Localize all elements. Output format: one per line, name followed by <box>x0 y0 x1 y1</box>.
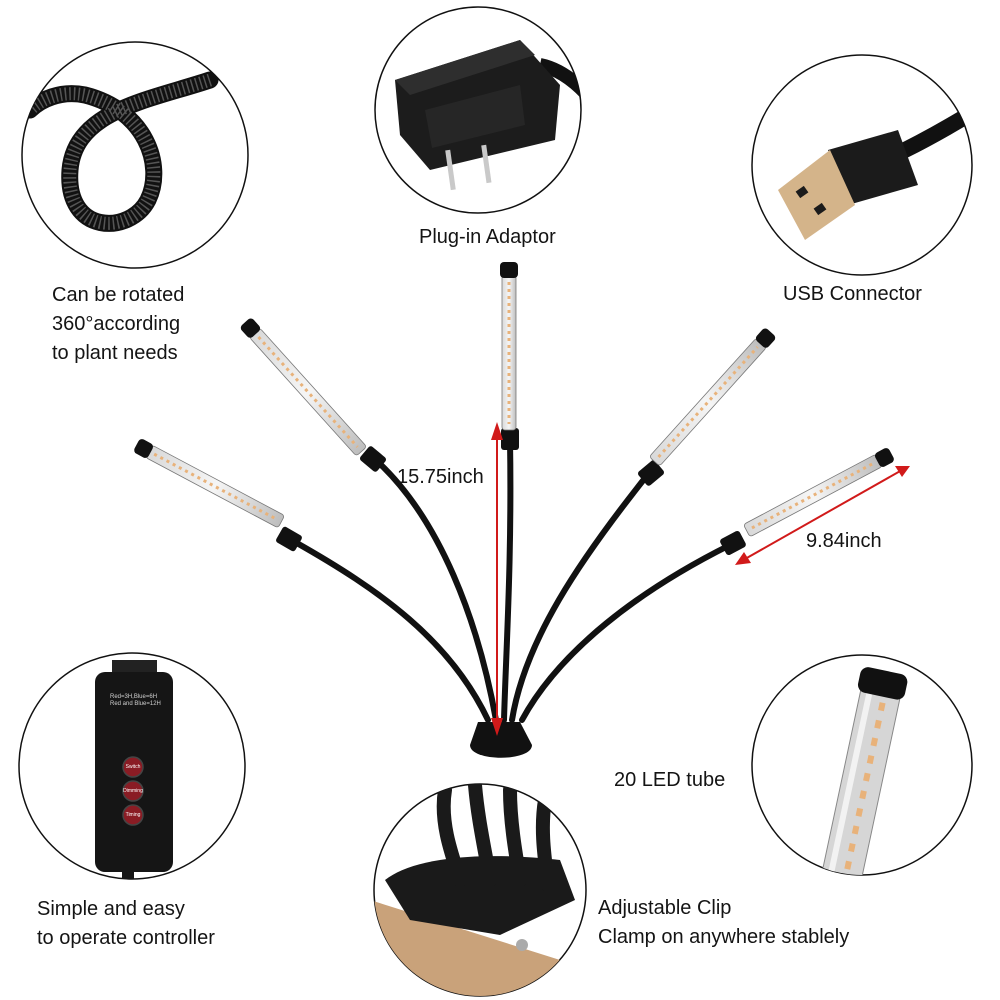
gooseneck-detail <box>21 41 249 269</box>
usb-plug-icon <box>778 97 972 240</box>
led-tube-closeup-icon <box>816 667 908 875</box>
gooseneck-caption-line: 360°according <box>52 313 181 335</box>
clip-caption-line: Adjustable Clip <box>598 897 732 919</box>
plug-adaptor-icon <box>395 40 581 191</box>
tube-length-arrow <box>735 466 910 565</box>
timing-button: Timing <box>125 812 141 818</box>
controller-detail <box>18 652 246 880</box>
controller-caption-line: to operate controller <box>37 927 215 949</box>
height-dimension-label: 15.75inch <box>397 466 484 488</box>
gooseneck-caption-line: to plant needs <box>52 342 178 364</box>
gooseneck-loop-icon <box>22 71 219 232</box>
controller-caption: Simple and easy to operate controller <box>37 895 215 953</box>
height-arrow <box>491 422 503 736</box>
clamp-icon <box>374 784 575 996</box>
controller-caption-line: Simple and easy <box>37 898 185 920</box>
controller-panel-line: Red and Blue=12H <box>110 701 161 707</box>
lamp-arms <box>292 437 733 723</box>
tube-caption: 20 LED tube <box>614 769 726 791</box>
lamp-base <box>470 722 532 758</box>
clip-caption: Adjustable Clip Clamp on anywhere stable… <box>598 894 849 952</box>
grow-lamp <box>134 262 894 758</box>
usb-caption: USB Connector <box>783 283 922 305</box>
clip-caption-line: Clamp on anywhere stablely <box>598 926 850 948</box>
switch-button: Switch <box>125 764 141 770</box>
tube-detail <box>751 654 973 876</box>
dimming-button: Dimming <box>123 788 143 794</box>
adaptor-caption: Plug-in Adaptor <box>419 226 556 248</box>
gooseneck-caption: Can be rotated 360°according to plant ne… <box>52 281 184 368</box>
controller-panel-text: Red=3H,Blue=6H Red and Blue=12H <box>110 694 161 708</box>
clamp-detail <box>373 783 587 997</box>
tube-length-dimension-label: 9.84inch <box>806 530 882 552</box>
gooseneck-caption-line: Can be rotated <box>52 284 185 306</box>
usb-detail <box>751 54 973 276</box>
adaptor-detail <box>374 6 582 214</box>
led-tubes <box>134 262 894 537</box>
controller-panel-line: Red=3H,Blue=6H <box>110 694 158 700</box>
